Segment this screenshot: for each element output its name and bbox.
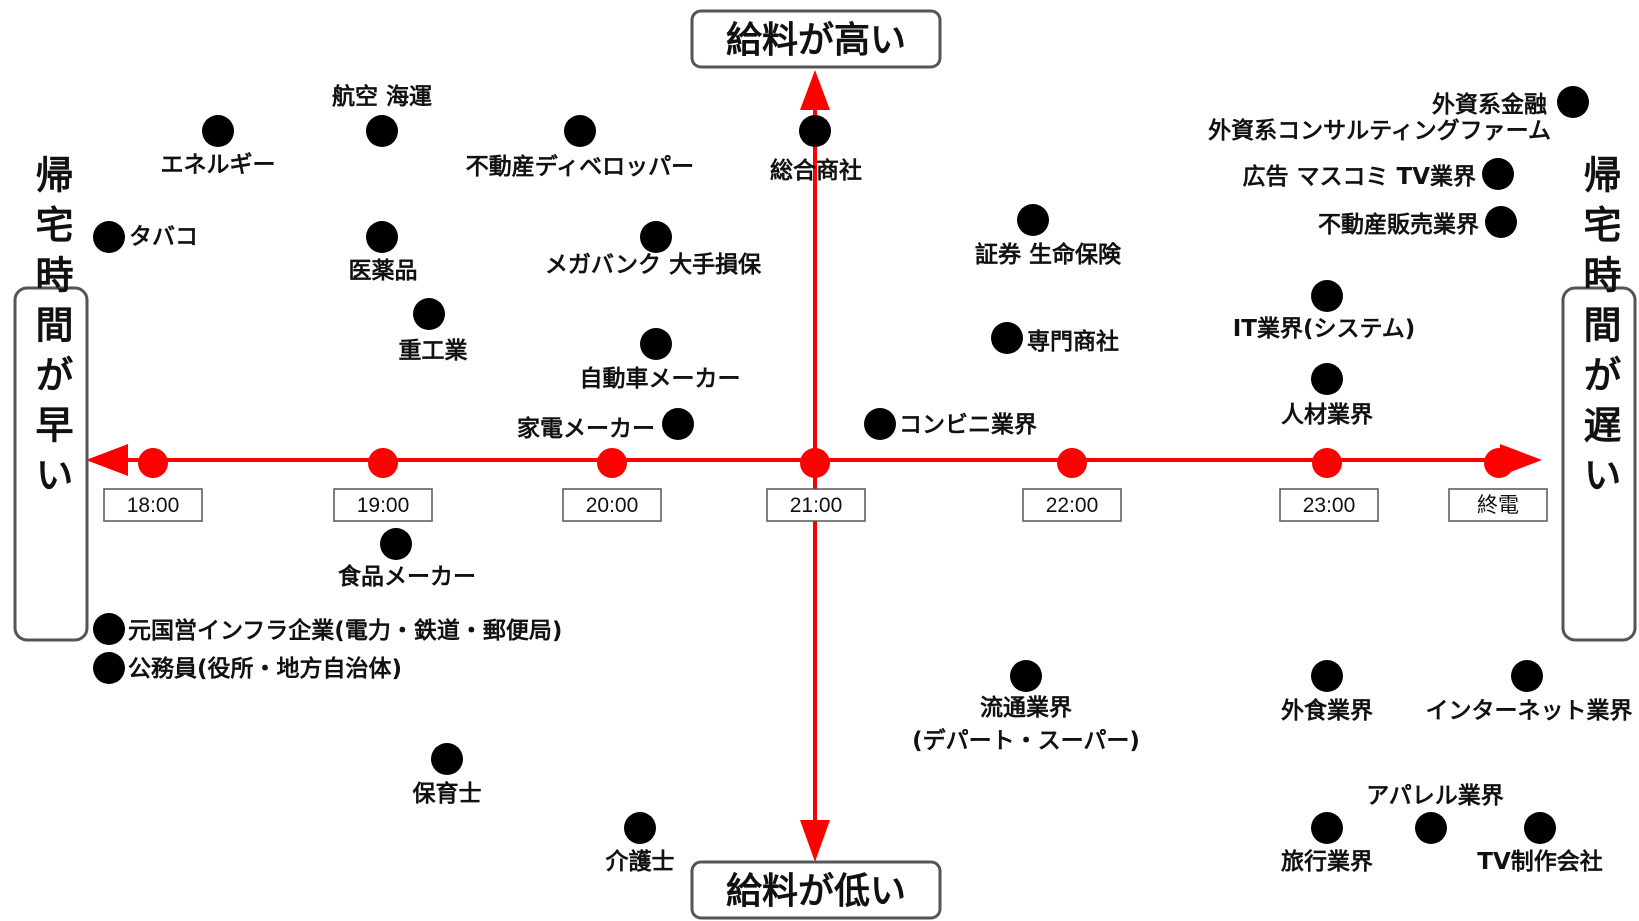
- down-arrowhead: [800, 820, 830, 862]
- industry-dot: [366, 115, 398, 147]
- industry-label: 外資系コンサルティングファーム: [1208, 117, 1551, 144]
- industry-dot: [413, 298, 445, 330]
- industry-label: 広告 マスコミ TV業界: [1242, 163, 1476, 190]
- tick-label: 18:00: [127, 494, 180, 517]
- tick-label: 22:00: [1046, 494, 1099, 517]
- tick-point: [597, 448, 627, 478]
- industry-label: 自動車メーカー: [580, 365, 741, 392]
- industry-dots: [93, 86, 1589, 844]
- tick-labels: 18:00 19:00 20:00 21:00 22:00 23:00 終電: [103, 488, 1548, 522]
- industry-label: (デパート・スーパー): [912, 727, 1140, 754]
- industry-label: 流通業界: [980, 694, 1072, 721]
- industry-dot: [640, 328, 672, 360]
- industry-label: 食品メーカー: [338, 563, 476, 590]
- up-arrowhead: [800, 70, 830, 110]
- industry-label: 家電メーカー: [517, 415, 655, 442]
- industry-labels: 航空 海運 エネルギー 不動産ディベロッパー 総合商社 タバコ 医薬品 メガバン…: [128, 83, 1633, 875]
- industry-label: 保育士: [412, 780, 482, 807]
- axis-title-right-text: 帰宅時間が遅い: [1577, 155, 1621, 505]
- tick-point: [1057, 448, 1087, 478]
- tick-point: [800, 448, 830, 478]
- industry-dot: [864, 408, 896, 440]
- tick-point: [1484, 448, 1514, 478]
- industry-dot: [1557, 86, 1589, 118]
- tick-label-box: 18:00: [103, 488, 203, 522]
- industry-dot: [564, 115, 596, 147]
- industry-dot: [1524, 812, 1556, 844]
- tick-label: 20:00: [586, 494, 639, 517]
- industry-label: 専門商社: [1027, 328, 1119, 355]
- industry-dot: [93, 613, 125, 645]
- industry-label: 不動産販売業界: [1318, 211, 1479, 238]
- industry-dot: [624, 812, 656, 844]
- industry-dot: [1511, 660, 1543, 692]
- industry-label: 総合商社: [770, 157, 862, 184]
- left-arrowhead: [86, 444, 128, 476]
- axis-title-bottom-text: 給料が低い: [726, 871, 906, 912]
- industry-dot: [640, 221, 672, 253]
- industry-label: 外食業界: [1281, 697, 1373, 724]
- tick-label-box: 19:00: [333, 488, 433, 522]
- tick-point: [1312, 448, 1342, 478]
- industry-label: TV制作会社: [1477, 848, 1603, 875]
- industry-label: 公務員(役所・地方自治体): [128, 655, 402, 682]
- tick-label-box: 21:00: [766, 488, 866, 522]
- industry-label: 医薬品: [349, 258, 418, 284]
- industry-dot: [662, 408, 694, 440]
- industry-dot: [1482, 158, 1514, 190]
- industry-label: 人材業界: [1281, 401, 1373, 428]
- industry-label: 元国営インフラ企業(電力・鉄道・郵便局): [128, 617, 562, 644]
- industry-dot: [93, 221, 125, 253]
- tick-points: [138, 448, 1514, 478]
- tick-label: 21:00: [790, 494, 843, 517]
- industry-dot: [93, 652, 125, 684]
- industry-label: インターネット業界: [1426, 697, 1633, 724]
- industry-dot: [366, 221, 398, 253]
- tick-label: 終電: [1477, 494, 1519, 517]
- industry-dot: [799, 115, 831, 147]
- industry-dot: [1311, 280, 1343, 312]
- tick-label: 19:00: [357, 494, 410, 517]
- industry-label: タバコ: [129, 224, 198, 250]
- tick-label-box: 22:00: [1022, 488, 1122, 522]
- axis-title-bottom: 給料が低い: [690, 860, 942, 920]
- industry-dot: [380, 528, 412, 560]
- industry-label: 航空 海運: [332, 83, 432, 110]
- axis-title-top: 給料が高い: [690, 9, 942, 69]
- industry-label: アパレル業界: [1366, 782, 1504, 809]
- axis-title-left-text: 帰宅時間が早い: [29, 155, 73, 505]
- industry-label: エネルギー: [161, 152, 276, 178]
- tick-label-box: 20:00: [562, 488, 662, 522]
- axis-title-right: 帰宅時間が遅い: [1561, 155, 1637, 642]
- industry-dot: [1010, 660, 1042, 692]
- axis-title-top-text: 給料が高い: [726, 20, 906, 61]
- axis-title-left: 帰宅時間が早い: [13, 155, 89, 642]
- industry-dot: [1415, 812, 1447, 844]
- industry-label: 介護士: [605, 848, 675, 875]
- industry-dot: [991, 322, 1023, 354]
- industry-dot: [1017, 204, 1049, 236]
- industry-dot: [1311, 363, 1343, 395]
- industry-label: 旅行業界: [1281, 848, 1373, 875]
- industry-dot: [1311, 812, 1343, 844]
- industry-label: 不動産ディベロッパー: [466, 153, 694, 180]
- industry-label: 外資系金融: [1432, 91, 1547, 118]
- tick-point: [368, 448, 398, 478]
- tick-point: [138, 448, 168, 478]
- tick-label: 23:00: [1303, 494, 1356, 517]
- industry-dot: [202, 115, 234, 147]
- industry-label: IT業界(システム): [1233, 315, 1416, 342]
- industry-label: コンビニ業界: [899, 411, 1037, 438]
- industry-dot: [1311, 660, 1343, 692]
- industry-dot: [431, 743, 463, 775]
- industry-dot: [1485, 206, 1517, 238]
- industry-label: 重工業: [399, 337, 469, 364]
- tick-label-box: 23:00: [1279, 488, 1379, 522]
- industry-label: メガバンク 大手損保: [545, 251, 762, 278]
- tick-label-box: 終電: [1448, 488, 1548, 522]
- industry-label: 証券 生命保険: [975, 241, 1122, 268]
